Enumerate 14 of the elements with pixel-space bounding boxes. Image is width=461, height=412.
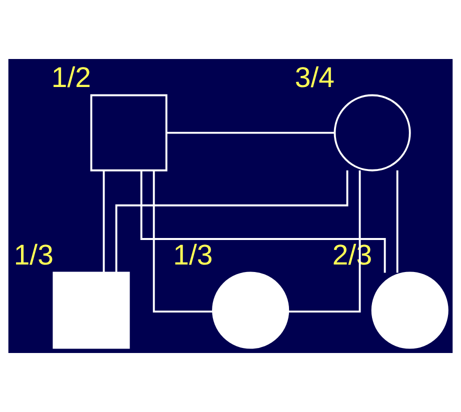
node-box: [90, 94, 168, 172]
node-box: [52, 272, 130, 349]
node-circle: [334, 94, 411, 172]
connector: [140, 170, 386, 273]
node-label: 1/3: [173, 239, 213, 272]
connector: [115, 170, 348, 273]
node-circle: [371, 272, 448, 349]
connector: [102, 170, 105, 273]
connector: [166, 132, 335, 134]
node-label: 1/2: [51, 62, 91, 94]
node-label: 1/3: [14, 239, 54, 272]
node-circle: [212, 272, 290, 349]
connector: [396, 170, 398, 273]
node-label: 3/4: [294, 62, 334, 94]
